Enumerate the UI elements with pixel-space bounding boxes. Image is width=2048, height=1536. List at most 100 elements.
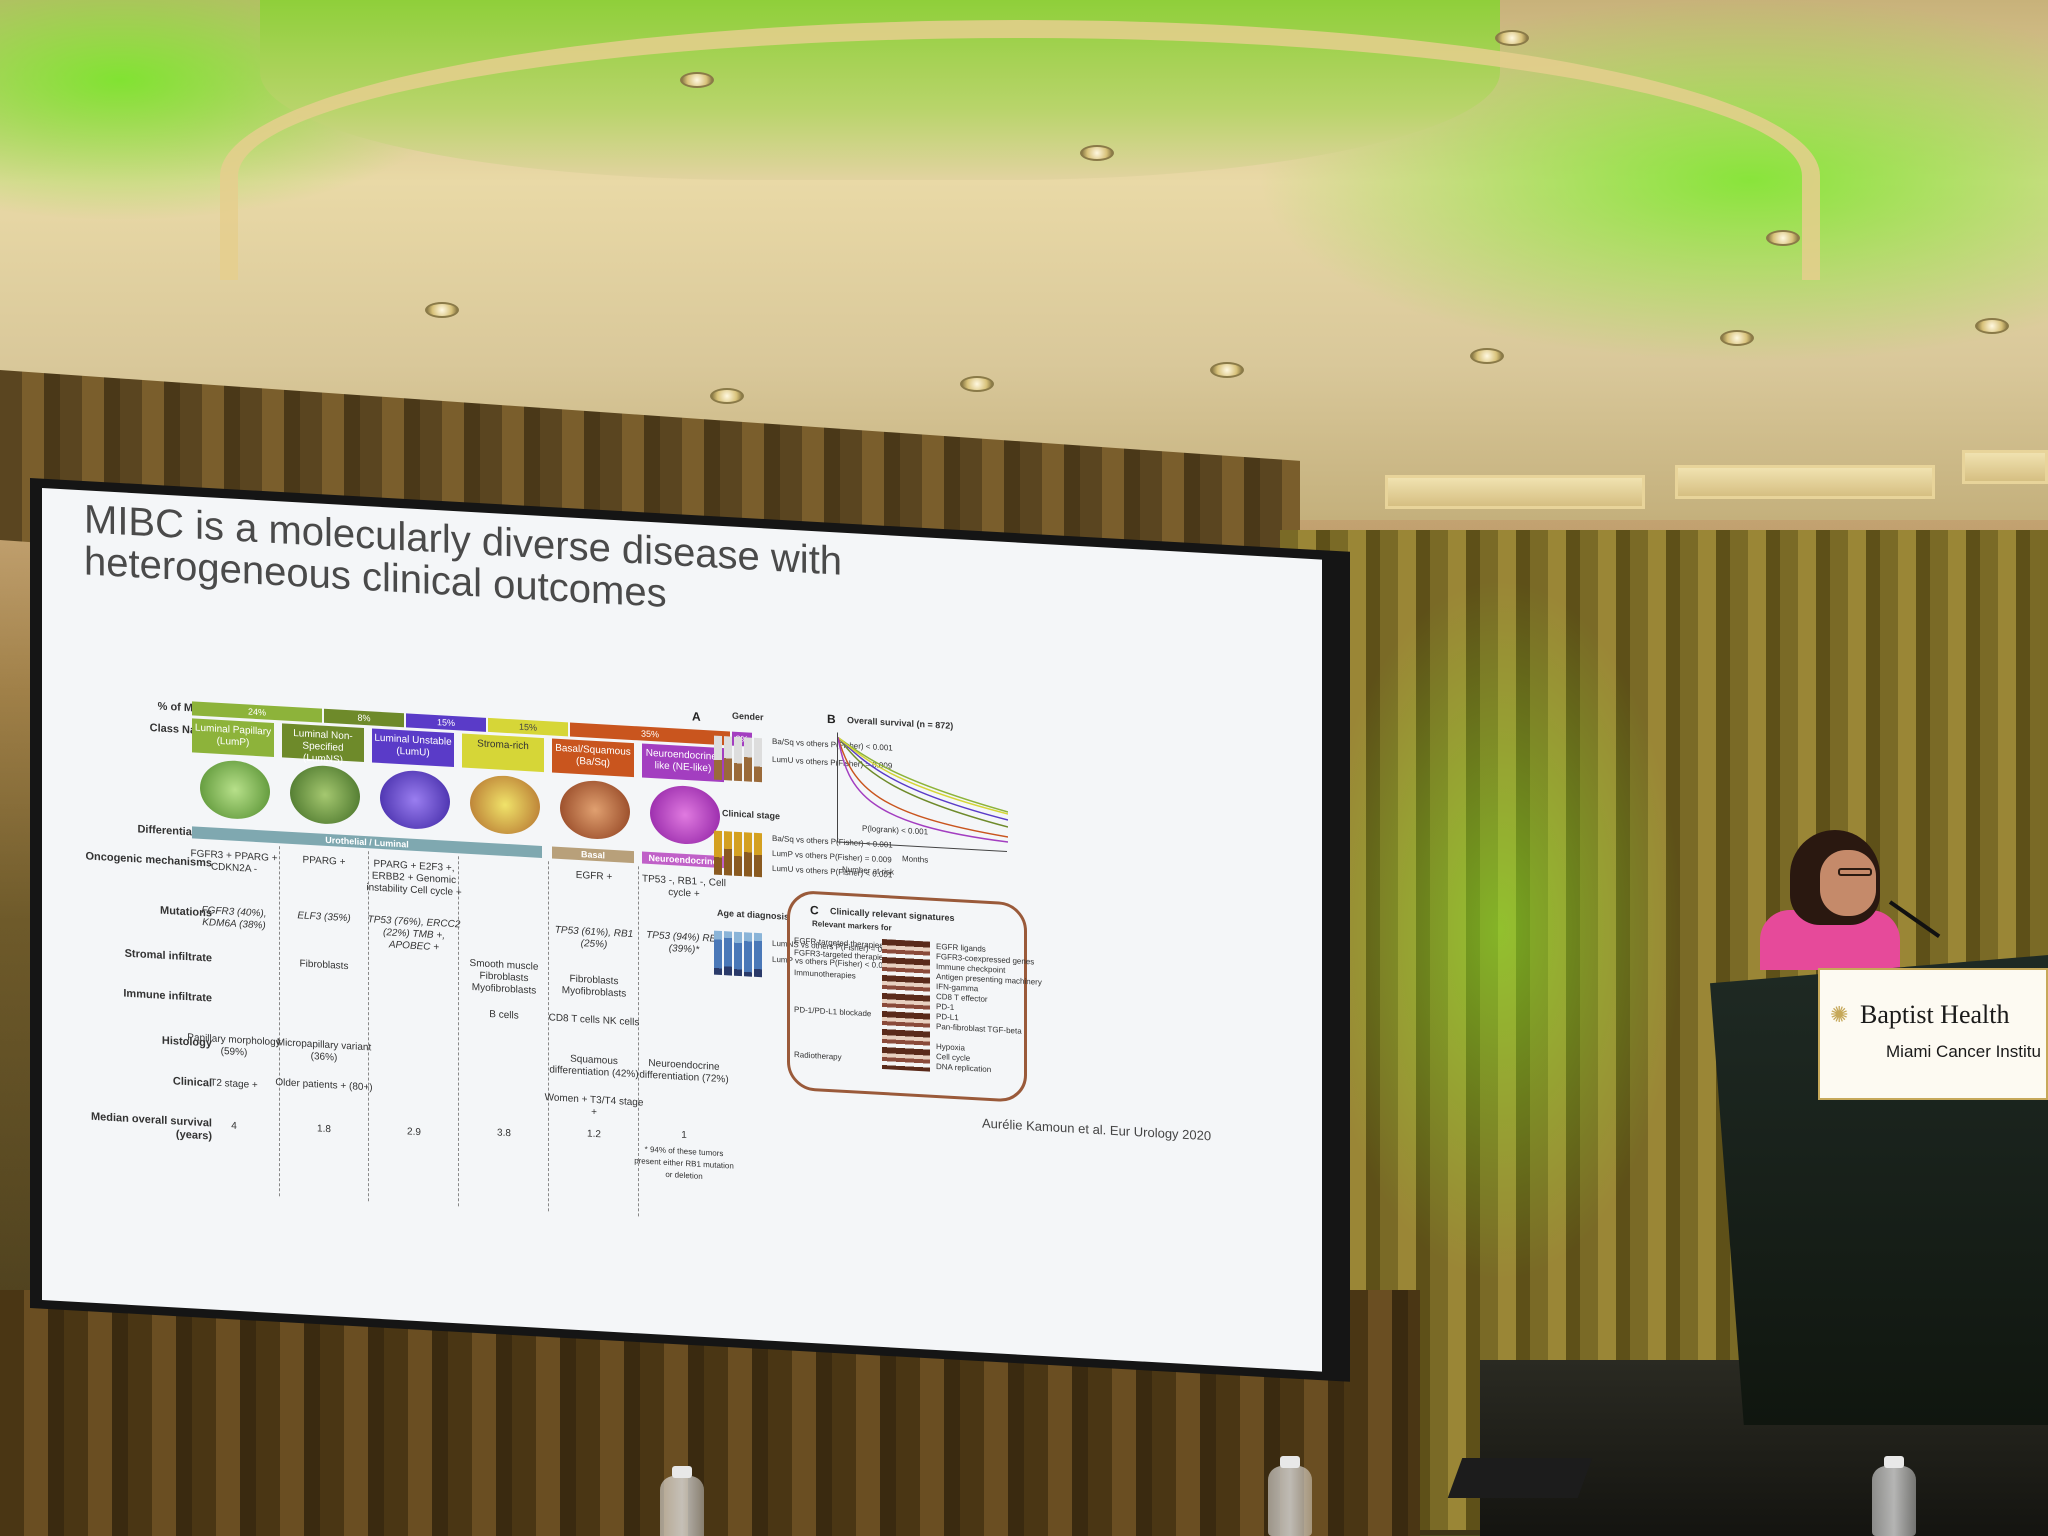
row-label: Class Name: [149, 722, 212, 738]
ceiling-light: [1766, 230, 1800, 246]
table-cell: Older patients + (80+): [275, 1077, 373, 1094]
stacked-bar: [744, 932, 752, 977]
row-label: % of MIBC: [157, 700, 212, 716]
class-ne-like: Neuroendocrine-like (NE-like): [642, 743, 724, 783]
laptop: [1447, 1458, 1593, 1498]
table-cell: ELF3 (35%): [297, 910, 351, 925]
table-cell: T2 stage +: [210, 1077, 258, 1092]
row-label: Stromal infiltrate: [124, 947, 212, 965]
ceiling-light: [960, 376, 994, 392]
stacked-bar: [734, 736, 742, 782]
bottle-cap: [672, 1466, 692, 1478]
table-cell: Papillary morphology (59%): [187, 1032, 281, 1059]
table-cell: Fibroblasts: [299, 958, 349, 973]
stacked-bar: [754, 832, 762, 878]
ceiling-light: [1975, 318, 2009, 334]
panel-title: Overall survival (n = 872): [847, 715, 954, 731]
table-cell: PPARG + E2F3 +, ERBB2 + Genomic instabil…: [366, 858, 462, 899]
stat-note: LumP vs others P(Fisher) = 0.009: [772, 848, 892, 865]
table-cell: PPARG +: [302, 854, 346, 868]
speaker-glasses: [1838, 868, 1872, 876]
stacked-bar: [734, 931, 742, 977]
ceiling-light: [1210, 362, 1244, 378]
citation: Aurélie Kamoun et al. Eur Urology 2020: [982, 1115, 1212, 1144]
presentation-slide: MIBC is a molecularly diverse disease wi…: [42, 488, 1322, 1372]
table-cell: 1.2: [587, 1128, 601, 1141]
table-cell: 3.8: [497, 1127, 511, 1140]
survival-plot: [837, 732, 1009, 852]
panel-title: Age at diagnosis: [717, 907, 790, 922]
cell-illustration: [560, 778, 630, 841]
table-cell: Micropapillary variant (36%): [276, 1037, 372, 1064]
column-divider: [279, 846, 280, 1197]
panel-letter: B: [827, 711, 836, 727]
column-divider: [458, 856, 459, 1207]
table-cell: CD8 T cells NK cells: [548, 1012, 640, 1029]
ceiling-light: [425, 302, 459, 318]
differentiation-bar: Basal: [552, 846, 634, 864]
panel-letter: C: [810, 902, 819, 918]
bottle-cap: [1884, 1456, 1904, 1468]
column-divider: [548, 861, 549, 1212]
ceiling-light: [1080, 145, 1114, 161]
class-lumns: Luminal Non-Specified (LumNS): [282, 723, 364, 766]
table-cell: Women + T3/T4 stage +: [544, 1092, 644, 1119]
stacked-bar: [744, 832, 752, 877]
class-lumu: Luminal Unstable (LumU): [372, 728, 454, 768]
sign-subtitle: Miami Cancer Institu: [1886, 1042, 2041, 1061]
row-label: Differentiation: [137, 823, 212, 840]
wall-molding: [1385, 475, 1645, 509]
bottle-cap: [1280, 1456, 1300, 1468]
survival-curves: [837, 736, 1009, 843]
cell-illustration: [650, 783, 720, 846]
table-cell: Fibroblasts Myofibroblasts: [561, 973, 627, 1000]
panel-title: Gender: [732, 710, 764, 723]
table-cell: TP53 -, RB1 -, Cell cycle +: [642, 873, 726, 900]
axis-label: Months: [902, 854, 929, 865]
speaker-face: [1820, 850, 1876, 916]
ceiling-light: [1470, 348, 1504, 364]
stacked-bar: [754, 932, 762, 978]
water-bottle: [1872, 1466, 1916, 1536]
water-bottle: [1268, 1466, 1312, 1536]
water-bottle: [660, 1476, 704, 1536]
stacked-bar: [754, 737, 762, 783]
panel-letter: A: [692, 709, 701, 724]
table-cell: 2.9: [407, 1126, 421, 1139]
percent-bar: 15%: [406, 713, 486, 732]
stacked-bar: [714, 830, 722, 876]
percent-bar: 15%: [488, 717, 568, 737]
stacked-bar: [714, 735, 722, 781]
ceiling-light: [710, 388, 744, 404]
table-cell: Neuroendocrine differentiation (72%): [639, 1057, 729, 1086]
wall-molding: [1962, 450, 2048, 484]
table-cell: Smooth muscle Fibroblasts Myofibroblasts: [469, 957, 539, 997]
ceiling-light: [1495, 30, 1529, 46]
column-divider: [368, 851, 369, 1202]
row-label: Immune infiltrate: [123, 987, 212, 1005]
class-lump: Luminal Papillary (LumP): [192, 718, 274, 757]
cell-illustration: [380, 768, 450, 831]
pineapple-logo-icon: ✺: [1830, 1002, 1849, 1027]
table-cell: EGFR +: [575, 869, 613, 883]
wall-molding: [1675, 465, 1935, 499]
cell-illustration: [200, 758, 270, 821]
table-cell: FGFR3 (40%), KDM6A (38%): [201, 904, 267, 932]
stacked-bar: [724, 831, 732, 876]
class-stroma-rich: Stroma-rich: [462, 733, 544, 773]
percent-bar: 8%: [324, 708, 404, 728]
cell-illustration: [290, 763, 360, 826]
podium-sign: ✺ Baptist Health Miami Cancer Institu: [1818, 968, 2048, 1100]
stacked-bar: [714, 930, 722, 976]
heatmap: [882, 938, 930, 1072]
differentiation-bar: Neuroendocrine: [642, 851, 724, 869]
class-basq: Basal/Squamous (Ba/Sq): [552, 738, 634, 778]
table-cell: Squamous differentiation (42%): [549, 1053, 639, 1081]
stacked-bar: [724, 736, 732, 781]
table-cell: 1.8: [317, 1123, 331, 1136]
ceiling-light: [1720, 330, 1754, 346]
stacked-bar: [744, 737, 752, 782]
table-cell: 1: [681, 1129, 687, 1142]
cell-illustration: [470, 773, 540, 836]
panel-title: Clinical stage: [722, 808, 781, 822]
